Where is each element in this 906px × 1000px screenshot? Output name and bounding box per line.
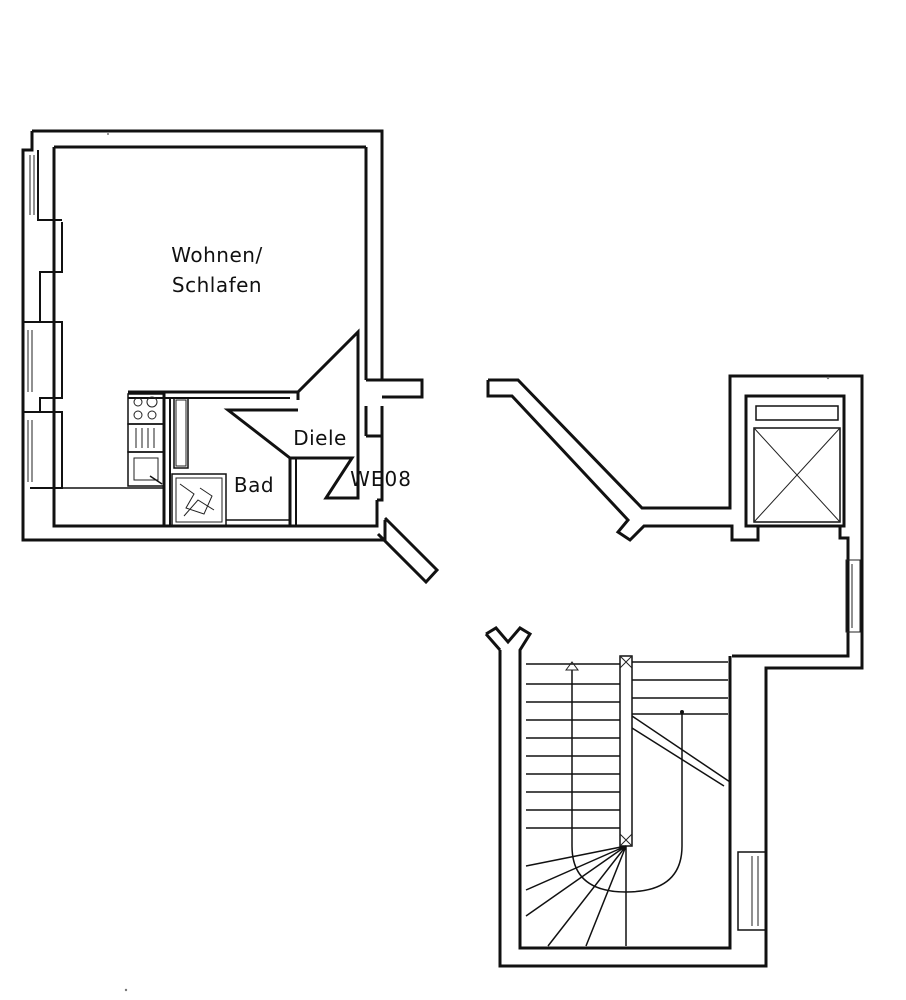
room-label-bath: Bad <box>234 473 274 497</box>
corridor-walls <box>486 374 864 860</box>
room-label-living-line1: Wohnen/ <box>171 243 262 267</box>
stairwell-walls <box>484 626 768 968</box>
bathroom-fixtures <box>171 397 290 527</box>
stair-flight <box>525 655 731 947</box>
room-label-hall: Diele <box>293 426 347 450</box>
apartment-walls <box>21 129 440 585</box>
elevator <box>744 394 861 633</box>
room-labels: Wohnen/ Schlafen Diele Bad WE08 <box>171 243 412 497</box>
kitchenette <box>56 393 165 489</box>
scan-specks <box>107 133 830 992</box>
room-label-living-line2: Schlafen <box>172 273 262 297</box>
unit-id-label: WE08 <box>350 467 412 491</box>
